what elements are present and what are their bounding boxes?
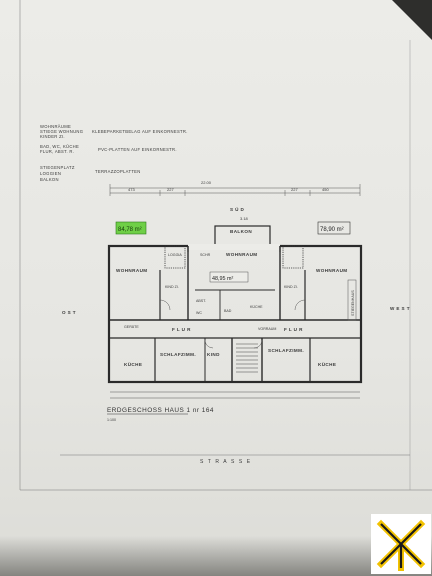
dim-top-4: 450 [322, 187, 329, 192]
direction-west: W E S T [390, 306, 410, 311]
area-box-center [209, 271, 249, 283]
dim-overall: 22.00 [201, 180, 212, 185]
material-legend: WOHNRÄUME STIEGE WOHNUNG KINDER ZI. KLEB… [40, 124, 188, 182]
room-kuche-center: KÜCHE [250, 305, 263, 309]
legend-stiege-2: LOGGIEN [40, 171, 61, 176]
room-kuche-right: KÜCHE [318, 361, 336, 367]
room-bad: BAD [224, 309, 232, 313]
stiegenhaus-box [347, 279, 357, 321]
legend-wohnraeume-3: KINDER ZI. [40, 134, 65, 139]
legend-wohnraeume-2: STIEGE WOHNUNG [40, 129, 83, 134]
legend-wohnraeume-1: WOHNRÄUME [40, 124, 71, 129]
legend-wohnraeume-floor: KLEBEPARKETBELAG AUF EINKORNESTR. [92, 129, 188, 134]
gable-cross-icon [371, 514, 431, 574]
room-schr: SCHR [200, 253, 211, 257]
room-wohnraum-left: WOHNRAUM [116, 268, 148, 273]
legend-stiege-1: STIEGENPLATZ [40, 165, 75, 170]
legend-stiege-floor: TERRAZZOPLATTEN [95, 169, 141, 174]
dim-top-1: 473 [128, 187, 135, 192]
raiffeisen-logo [371, 514, 431, 574]
legend-bad-2: FLUR, ABST. R. [40, 149, 74, 154]
room-flur-right: F L U R [284, 327, 303, 332]
room-kind-zi-left: KIND ZI. [165, 285, 179, 289]
caption-title: ERDGESCHOSS HAUS 1 nr 164 [107, 407, 214, 414]
area-center: 48,95 m² [212, 276, 233, 282]
area-box-right [317, 221, 351, 235]
room-wc: WC [196, 311, 202, 315]
stiegenhaus-label: STIEGENHAUS [351, 290, 355, 316]
area-left: 84,78 m² [118, 227, 142, 233]
room-vorraum: VORRAUM [258, 327, 276, 331]
photo-bottom-shadow [0, 536, 432, 576]
direction-east: O S T [62, 310, 76, 315]
street-label: S T R A S S E [200, 459, 252, 465]
direction-south: S Ü D [230, 206, 245, 212]
top-dimension-chain: 22.00 473 227 227 450 [109, 180, 361, 196]
background-corner [392, 0, 432, 40]
dim-top-3: 227 [291, 187, 298, 192]
room-loggia: LOGGIA [168, 253, 182, 257]
room-wohnraum-center: WOHNRAUM [226, 252, 258, 257]
area-right: 78,90 m² [320, 227, 344, 233]
room-abst: ABST. [196, 299, 206, 303]
room-kind-zi-right: KIND ZI. [284, 285, 298, 289]
room-flur-left: F L U R [172, 327, 191, 332]
room-schlafzimm-right: SCHLAFZIMM. [268, 348, 304, 353]
legend-bad-floor: PVC-PLATTEN AUF EINKORNESTR. [98, 147, 177, 152]
legend-stiege-3: BALKON [40, 177, 59, 182]
room-wohnraum-right: WOHNRAUM [316, 268, 348, 273]
room-balkon: BALKON [230, 229, 252, 234]
caption-scale: 1:100 [107, 418, 116, 422]
area-highlight-left [115, 221, 147, 235]
legend-bad-1: BAD, WC, KÜCHE [40, 144, 79, 149]
dim-center: 3.18 [240, 216, 249, 221]
room-kuche-left: KÜCHE [124, 361, 142, 367]
building-walls [107, 225, 363, 384]
dim-top-2: 227 [167, 187, 174, 192]
room-gerate: GERÄTE [124, 325, 139, 329]
room-schlafzimm-left: SCHLAFZIMM. [160, 352, 196, 357]
room-kind-center: KIND [207, 352, 220, 357]
